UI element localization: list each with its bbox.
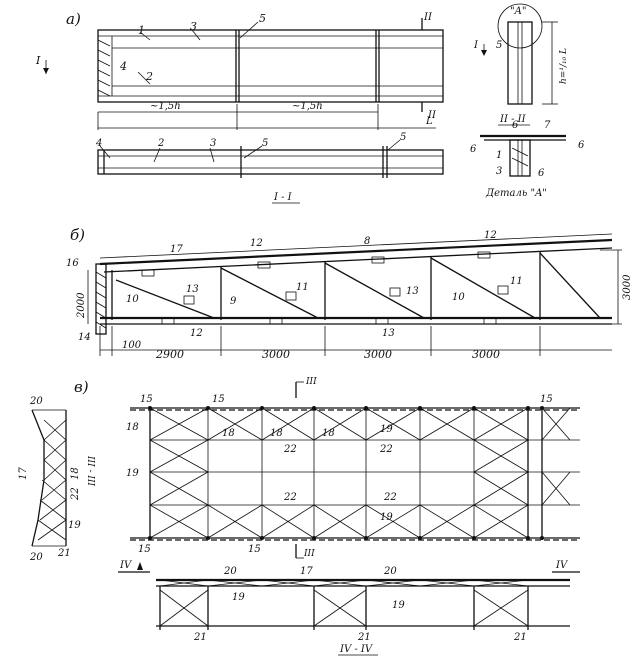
section-caption-ii-ii: II - II	[499, 114, 527, 125]
panel-label-a: а)	[66, 10, 81, 28]
label-18-plan-b: 18	[222, 428, 235, 439]
label-22-plan-c: 22	[283, 492, 297, 503]
label-6-detail-top: 6	[512, 120, 519, 131]
label-15-plan-e: 15	[248, 544, 261, 555]
panel-label-c: в)	[74, 378, 89, 396]
label-3: 3	[190, 20, 197, 33]
label-19-side: 19	[68, 520, 81, 531]
dim-left-offset: 100	[122, 340, 142, 351]
label-6-detail-bottom: 6	[538, 168, 545, 179]
label-21-side: 21	[57, 548, 71, 559]
label-3-elev: 3	[210, 138, 216, 149]
label-18-plan-a: 18	[126, 422, 139, 433]
label-13-truss-b: 13	[406, 286, 419, 297]
label-17-side: 17	[18, 467, 29, 480]
label-15-plan-b: 15	[212, 394, 225, 405]
label-18-side: 18	[70, 467, 81, 480]
label-4-elev: 4	[95, 138, 102, 149]
section-mark-iv-left: IV	[119, 560, 133, 571]
label-5-section: 5	[496, 40, 502, 51]
label-12-truss-a: 12	[250, 238, 263, 249]
dim-height-right: 3000	[622, 274, 633, 300]
label-9-truss: 9	[230, 296, 237, 307]
label-21-elev-a: 21	[193, 632, 207, 643]
label-19-elev-b: 19	[392, 600, 405, 611]
panel-label-b: б)	[70, 226, 85, 244]
label-20-side-bottom: 20	[29, 552, 43, 563]
height-formula: h=¹/₁₀ L	[559, 48, 569, 84]
section-mark-i-right: I	[473, 40, 479, 51]
label-18-plan-d: 18	[322, 428, 335, 439]
section-mark-iii-bottom: III	[303, 549, 315, 559]
label-21-elev-b: 21	[357, 632, 371, 643]
section-mark-ii-bottom: II	[427, 110, 437, 121]
label-5-elev: 5	[262, 138, 268, 149]
label-1-detail: 1	[496, 150, 502, 161]
label-2-elev: 2	[157, 138, 164, 149]
dim-bay-4: 3000	[472, 348, 500, 361]
label-5-elev-b: 5	[400, 132, 406, 143]
label-10-truss-a: 10	[126, 294, 139, 305]
label-20-elev-b: 20	[383, 566, 397, 577]
label-17-elev: 17	[300, 566, 313, 577]
label-19-plan-b: 19	[126, 468, 139, 479]
label-12-truss-c: 12	[190, 328, 203, 339]
label-11-truss-b: 11	[510, 276, 523, 287]
label-12-truss-b: 12	[484, 230, 497, 241]
label-6-detail-right: 6	[578, 140, 585, 151]
label-10-truss-b: 10	[452, 292, 465, 303]
section-caption-iv-iv: IV - IV	[339, 644, 374, 655]
dim-span-left: ~1,5h	[150, 101, 181, 112]
panel-a-beam-plan: а) 1 3 5 4 2 I II II	[35, 3, 585, 204]
label-20-side-top: 20	[29, 396, 43, 407]
section-mark-ii-top: II	[423, 12, 433, 23]
section-caption-iii-iii: III - III	[85, 455, 95, 487]
label-13-truss-a: 13	[186, 284, 199, 295]
panel-b-truss: б)	[66, 226, 633, 361]
dim-bay-2: 3000	[262, 348, 290, 361]
detail-callout: "A"	[510, 6, 526, 17]
section-mark-iv-right: IV	[555, 560, 569, 571]
label-11-truss-a: 11	[296, 282, 309, 293]
label-7-detail: 7	[544, 120, 551, 131]
label-3-detail: 3	[496, 166, 502, 177]
dim-length: L	[425, 116, 433, 127]
label-13-truss-c: 13	[382, 328, 395, 339]
label-15-plan-d: 15	[138, 544, 151, 555]
label-15-plan-a: 15	[140, 394, 153, 405]
label-18-plan-c: 18	[270, 428, 283, 439]
panel-c-bracing: в) 20 17 18 22 III - III 19 20 21	[18, 377, 580, 656]
section-mark-iii-top: III	[305, 377, 317, 387]
dim-height-left: 2000	[76, 292, 87, 319]
label-21-elev-c: 21	[513, 632, 527, 643]
label-22-plan-b: 22	[379, 444, 393, 455]
label-22-plan-d: 22	[383, 492, 397, 503]
label-22-side: 22	[70, 487, 81, 501]
label-1: 1	[138, 24, 145, 37]
label-22-plan-a: 22	[283, 444, 297, 455]
section-caption-i-i: I - I	[273, 192, 293, 203]
label-19-plan-c: 19	[380, 512, 393, 523]
label-5: 5	[259, 12, 266, 25]
label-20-elev-a: 20	[223, 566, 237, 577]
label-16-truss: 16	[66, 258, 79, 269]
detail-caption: Деталь "A"	[485, 188, 547, 199]
section-mark-i: I	[35, 54, 41, 67]
label-15-plan-c: 15	[540, 394, 553, 405]
label-17-truss: 17	[170, 244, 183, 255]
label-14-truss: 14	[78, 332, 91, 343]
dim-bay-1: 2900	[155, 348, 184, 361]
label-4: 4	[119, 60, 127, 73]
label-6-detail-left: 6	[470, 144, 477, 155]
label-19-plan-a: 19	[380, 424, 393, 435]
label-19-elev-a: 19	[232, 592, 245, 603]
dim-bay-3: 3000	[364, 348, 392, 361]
label-8-truss: 8	[364, 236, 370, 247]
label-2: 2	[145, 70, 153, 83]
dim-span-right: ~1,5h	[292, 101, 323, 112]
